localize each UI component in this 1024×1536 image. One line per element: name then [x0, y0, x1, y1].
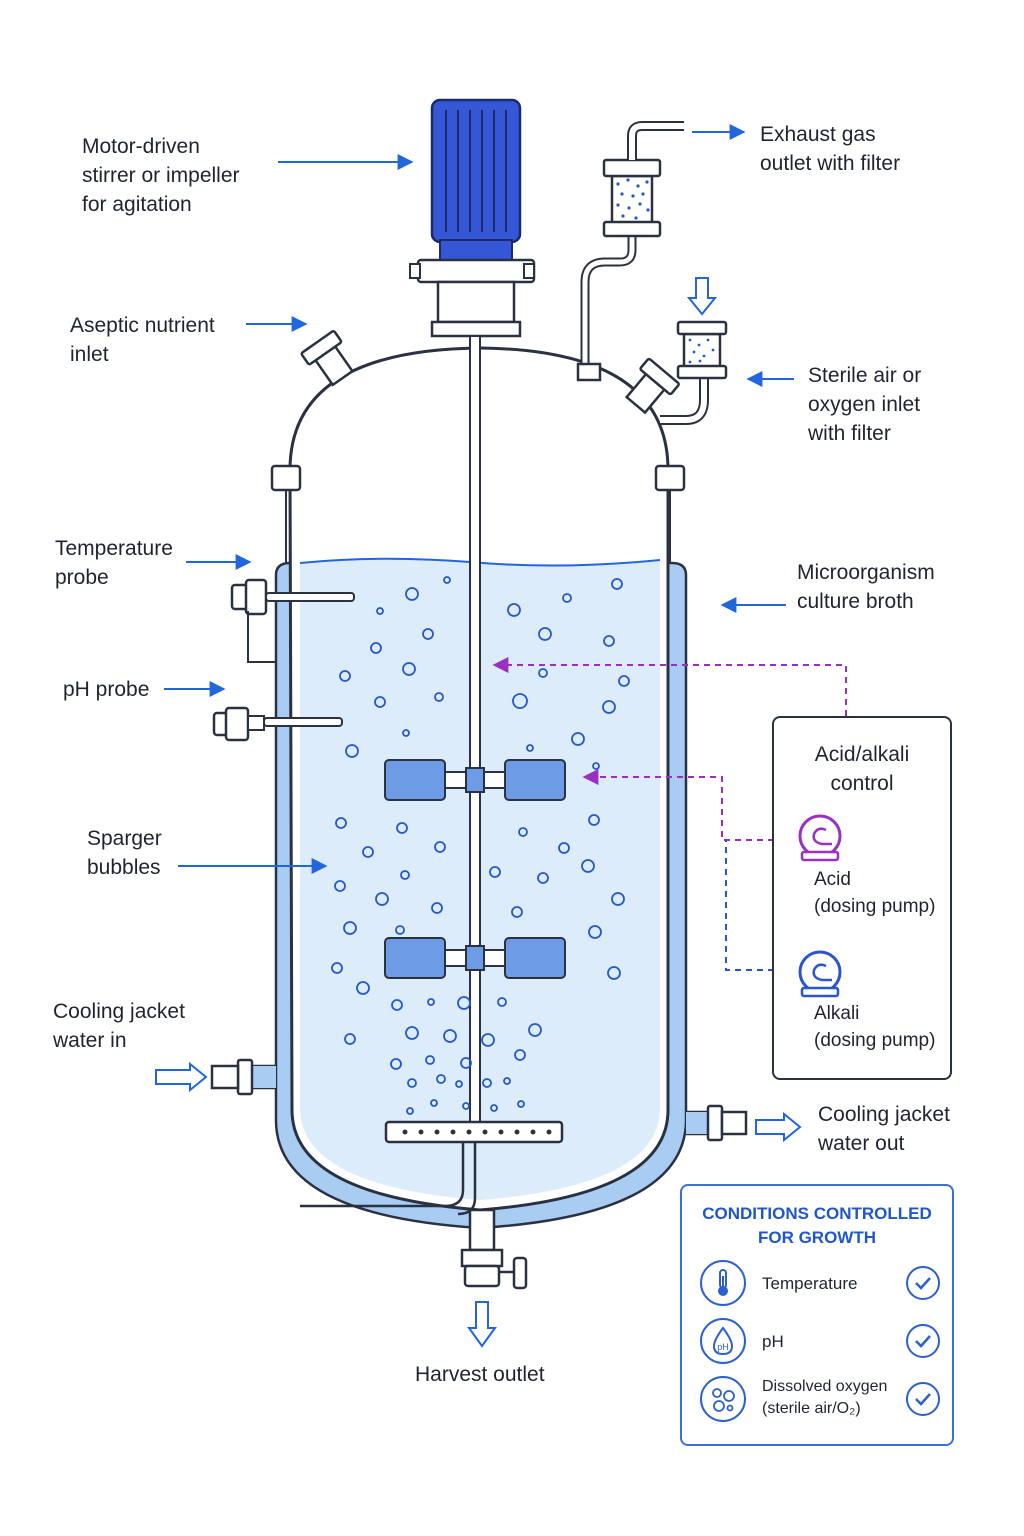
condition-label: pH — [762, 1332, 784, 1351]
flange-right — [654, 464, 686, 492]
sparger-bubbles — [331, 576, 630, 1115]
pointer-arrows — [164, 124, 794, 874]
check-icon — [906, 1324, 940, 1358]
impeller-lower — [384, 937, 566, 979]
condition-label: Dissolved oxygen (sterile air/O₂) — [762, 1378, 888, 1417]
nutrient-inlet-port — [300, 330, 355, 387]
control-title: Acid/alkali control — [814, 743, 910, 795]
label-ph-probe: pH probe — [63, 678, 150, 701]
ph-drop-icon: pH — [700, 1318, 746, 1364]
ph-icon-text: pH — [717, 1342, 729, 1352]
exhaust-assembly — [576, 121, 684, 382]
label-sparger: Sparger bubbles — [87, 827, 162, 879]
label-cooling-in: Cooling jacket water in — [53, 1000, 185, 1052]
condition-dissolved-oxygen: Dissolved oxygen (sterile air/O₂) — [700, 1376, 940, 1426]
condition-ph: pH pH — [700, 1318, 940, 1368]
condition-temperature: Temperature — [700, 1260, 940, 1310]
cooling-outlet-port — [686, 1104, 748, 1142]
conditions-box: CONDITIONS CONTROLLED FOR GROWTH Tempera… — [680, 1184, 954, 1446]
alkali-pump-icon — [798, 950, 842, 998]
acid-alkali-control-panel: Acid/alkali control Acid (dosing pump) A… — [772, 716, 952, 1080]
label-cooling-out: Cooling jacket water out — [818, 1103, 950, 1155]
temperature-probe — [230, 578, 355, 663]
air-inlet-port — [624, 357, 680, 415]
check-icon — [906, 1382, 940, 1416]
bubbles-icon — [700, 1376, 746, 1422]
label-culture-broth: Microorganism culture broth — [797, 561, 935, 613]
air-filter-assembly — [660, 277, 728, 425]
ph-probe-body — [212, 706, 343, 742]
acid-pump-icon — [798, 814, 842, 862]
condition-label: Temperature — [762, 1274, 858, 1293]
label-nutrient-inlet: Aseptic nutrient inlet — [70, 314, 215, 366]
label-harvest: Harvest outlet — [415, 1363, 545, 1386]
harvest-arrow — [467, 1301, 497, 1348]
cooling-out-arrow — [755, 1111, 802, 1143]
acid-pump-label: Acid (dosing pump) — [814, 869, 936, 917]
label-exhaust: Exhaust gas outlet with filter — [760, 123, 901, 175]
label-air-inlet: Sterile air or oxygen inlet with filter — [808, 364, 922, 445]
cooling-inlet-port — [210, 1058, 276, 1096]
flange-left — [270, 464, 302, 492]
check-icon — [906, 1266, 940, 1300]
sparger — [300, 1120, 564, 1216]
harvest-valve — [460, 1208, 528, 1290]
cooling-in-arrow — [155, 1061, 208, 1093]
alkali-pump-label: Alkali (dosing pump) — [814, 1003, 936, 1051]
impeller-upper — [384, 759, 566, 801]
motor — [409, 98, 536, 338]
label-motor: Motor-driven stirrer or impeller for agi… — [82, 135, 240, 216]
impeller-shaft — [469, 335, 481, 1135]
label-temperature-probe: Temperature probe — [55, 537, 173, 589]
conditions-title: CONDITIONS CONTROLLED FOR GROWTH — [702, 1204, 932, 1247]
thermometer-icon — [700, 1260, 746, 1306]
